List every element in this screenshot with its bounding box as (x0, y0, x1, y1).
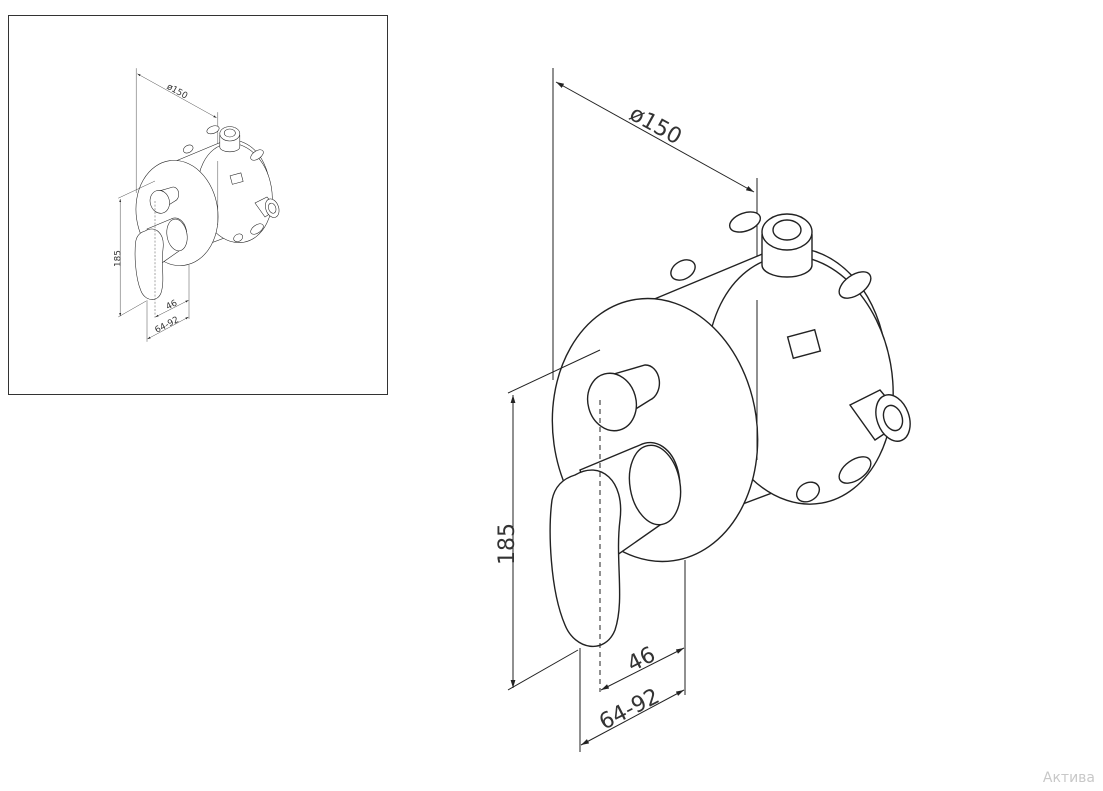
thumbnail-preview-frame[interactable] (8, 15, 388, 395)
watermark: Актива (1042, 770, 1095, 786)
depth-min-dimension-line (600, 647, 685, 691)
diameter-label: ø150 (625, 101, 686, 150)
depth-range-label: 64-92 (595, 684, 663, 735)
height-label: 185 (495, 523, 520, 565)
depth-range-dimension-line (580, 689, 685, 746)
depth-min-label: 46 (623, 642, 659, 677)
diameter-dimension-line (555, 81, 755, 193)
mixer-drawing: ø150 185 (495, 68, 911, 752)
